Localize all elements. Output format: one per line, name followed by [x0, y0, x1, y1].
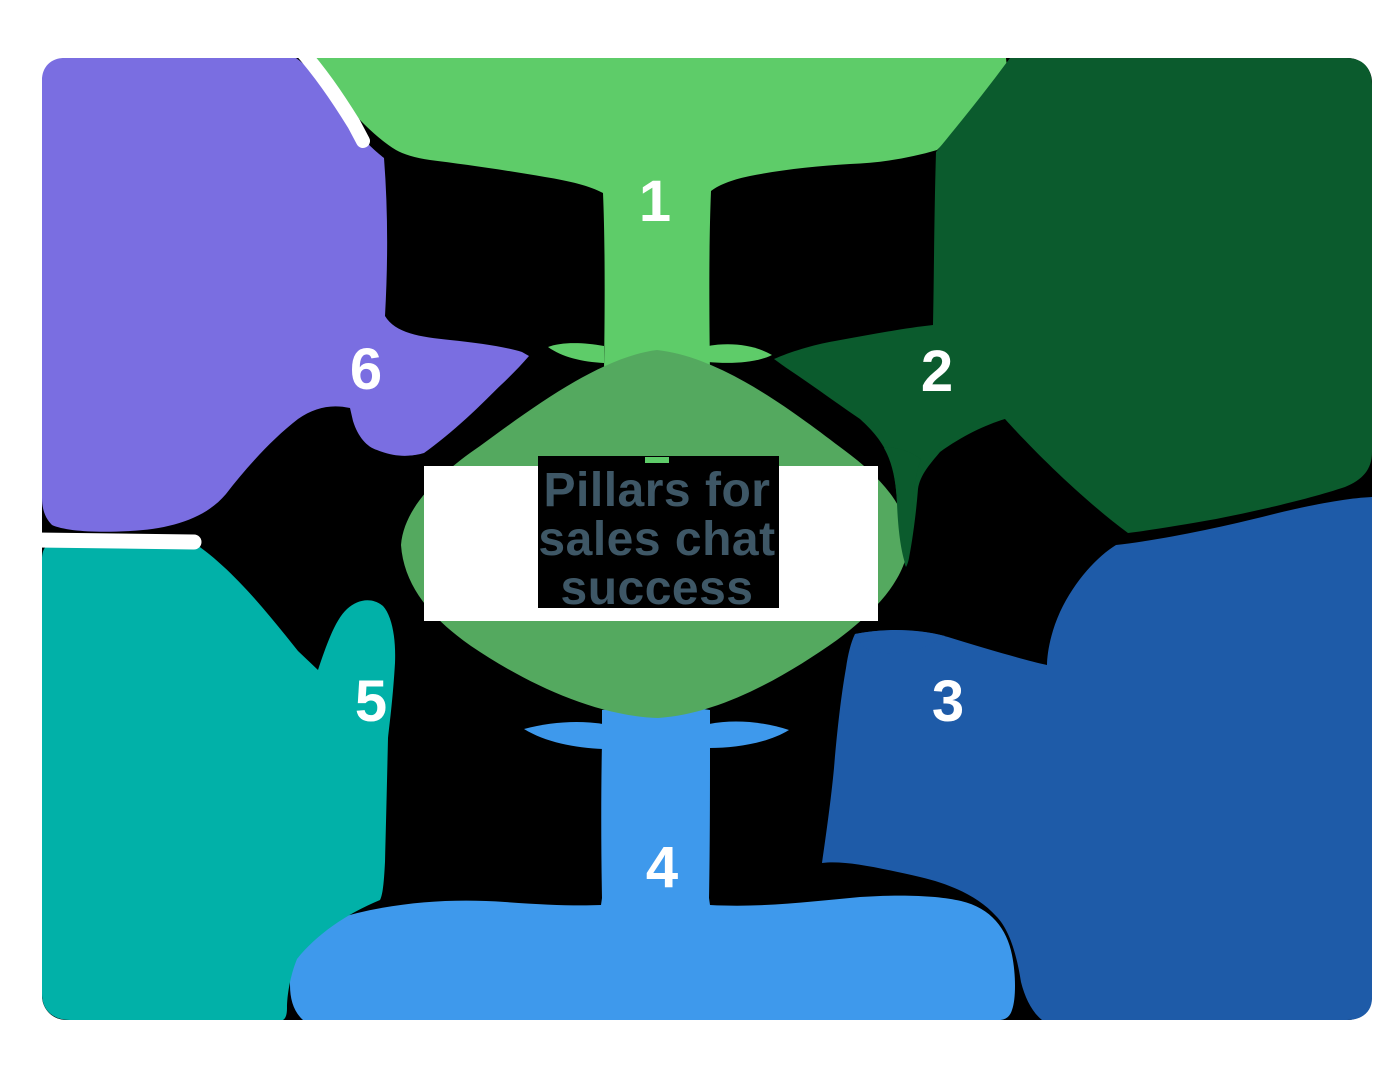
title-line-1: Pillars for: [544, 464, 771, 517]
notch-top-left: [292, 41, 370, 148]
petal-6-horn-tip: [388, 333, 527, 456]
notch-left: [28, 532, 202, 550]
petal-1-right-wing: [708, 344, 772, 363]
petal-4-left-wing: [524, 721, 603, 749]
petal-1-number: 1: [639, 169, 671, 234]
petal-4-right-wing: [709, 721, 789, 748]
petal-3-claw-tip: [855, 630, 945, 654]
petal-5-shape: [42, 539, 396, 1020]
petal-2-number: 2: [921, 339, 953, 404]
petal-2-shape: [774, 58, 1372, 567]
petal-5-number: 5: [355, 669, 387, 734]
petal-3-shape: [822, 497, 1372, 1020]
petal-1-shape: [315, 58, 1007, 372]
title-line-2: sales chat: [538, 513, 775, 566]
petal-6-number: 6: [350, 337, 382, 402]
title-line-3: success: [561, 562, 754, 615]
petal-4-number: 4: [646, 835, 678, 900]
center-text-panel: [538, 456, 779, 608]
petal-2-finger: [884, 447, 921, 566]
petal-4-shape: [289, 706, 1016, 1020]
petal-1-left-wing: [548, 343, 604, 363]
center-panel-dash: [645, 457, 669, 463]
petal-3-number: 3: [932, 669, 964, 734]
